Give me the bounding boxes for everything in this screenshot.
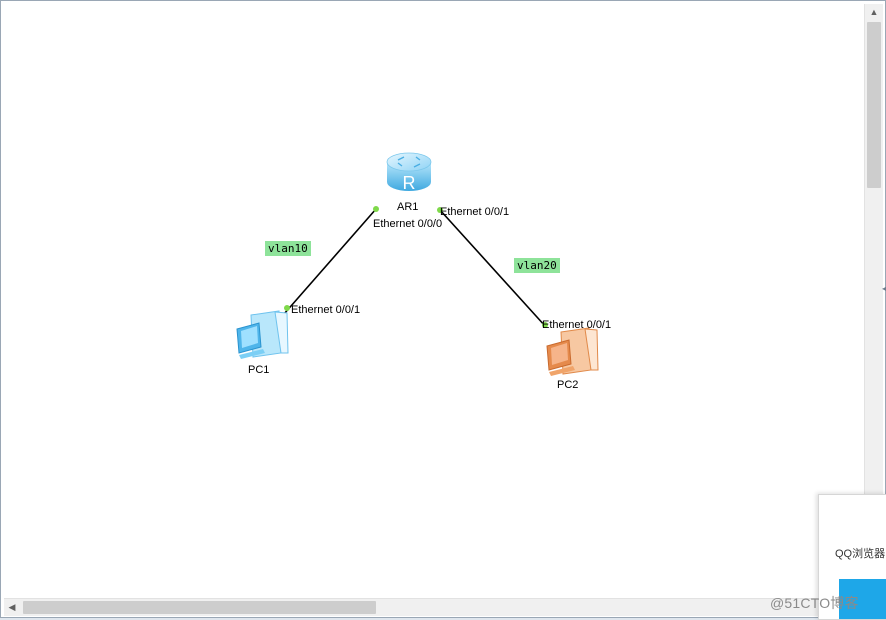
horizontal-scrollbar[interactable]: ◀ — [4, 598, 864, 616]
port-dot-ar1-eth0-0-0 — [373, 206, 379, 212]
port-label-ar1-eth0-0-1: Ethernet 0/0/1 — [440, 206, 510, 218]
port-label-pc1-eth0-0-1: Ethernet 0/0/1 — [291, 304, 361, 316]
vlan20-label[interactable]: vlan20 — [514, 258, 560, 273]
pc-icon — [546, 327, 599, 376]
horizontal-scroll-thumb[interactable] — [23, 601, 376, 614]
port-label-ar1-eth0-0-0: Ethernet 0/0/0 — [373, 218, 443, 230]
router-icon: R — [386, 152, 432, 193]
pc1[interactable] — [231, 309, 291, 365]
scroll-up-icon[interactable]: ▲ — [869, 7, 879, 17]
pc-icon — [236, 310, 289, 359]
watermark: @51CTO博客 — [770, 595, 859, 611]
popup-button[interactable] — [839, 579, 886, 619]
pc2[interactable] — [541, 326, 601, 382]
panel-collapse-icon[interactable]: ◀ — [882, 284, 886, 293]
pc2-name: PC2 — [557, 379, 579, 391]
vertical-scrollbar[interactable]: ▲ — [864, 4, 883, 598]
port-label-pc2-eth0-0-1: Ethernet 0/0/1 — [542, 319, 612, 331]
topology-canvas[interactable]: R AR1 PC1 PC2 Et — [4, 4, 864, 598]
vlan10-label[interactable]: vlan10 — [265, 241, 311, 256]
vertical-scroll-thumb[interactable] — [867, 22, 881, 188]
pc1-name: PC1 — [248, 364, 270, 376]
router-name: AR1 — [397, 201, 419, 213]
port-dot-pc2-eth0-0-1 — [542, 322, 548, 328]
port-dot-pc1-eth0-0-1 — [284, 305, 290, 311]
router-ar1[interactable]: R — [384, 148, 434, 194]
link-ar1-pc2[interactable] — [439, 209, 547, 328]
links-layer — [283, 206, 548, 328]
router-badge: R — [403, 173, 416, 193]
scroll-left-icon[interactable]: ◀ — [8, 602, 16, 612]
link-ar1-pc1[interactable] — [283, 208, 377, 315]
port-dot-ar1-eth0-0-1 — [437, 207, 443, 213]
popup-text: QQ浏览器 — [835, 548, 886, 560]
